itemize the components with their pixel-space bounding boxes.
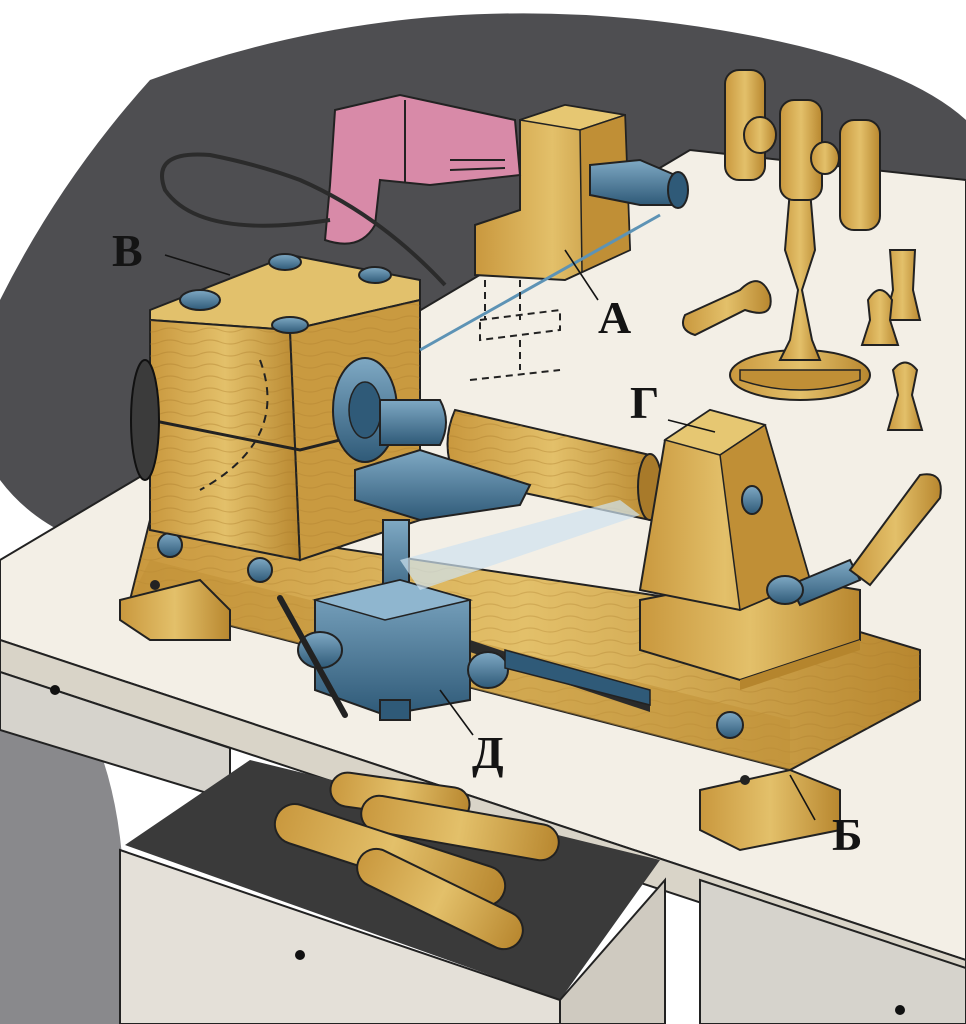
leader-lines [164,249,816,821]
tool-rest-knob-right [467,651,509,689]
keyhole-left [50,685,60,695]
tool-rest-blade [354,448,532,522]
drill-body [323,93,522,245]
chess-pieces [682,249,924,431]
tool-rest-slot-bar [504,649,651,706]
pulley [130,359,160,481]
spindle [379,399,447,446]
drill-cord [160,152,447,287]
foot-right [699,768,841,852]
wood-billets [273,771,560,951]
keyhole-right [895,1005,905,1015]
drawer-front [119,848,561,1024]
drive-belt [419,213,661,352]
drawer-keyhole [295,950,305,960]
drawer-side [559,877,666,1024]
foot-left [119,578,231,641]
dashed-clamp [469,280,561,381]
table-apron-right [699,878,966,1024]
label-b: Б [832,809,862,860]
headstock-bolts [179,253,392,334]
label-v: В [112,225,143,276]
label-a-top: А [598,292,631,343]
label-a-bottom: Д [472,727,504,778]
crank-handle [848,473,942,587]
label-g: Г [630,377,659,428]
candlestick [724,69,881,401]
